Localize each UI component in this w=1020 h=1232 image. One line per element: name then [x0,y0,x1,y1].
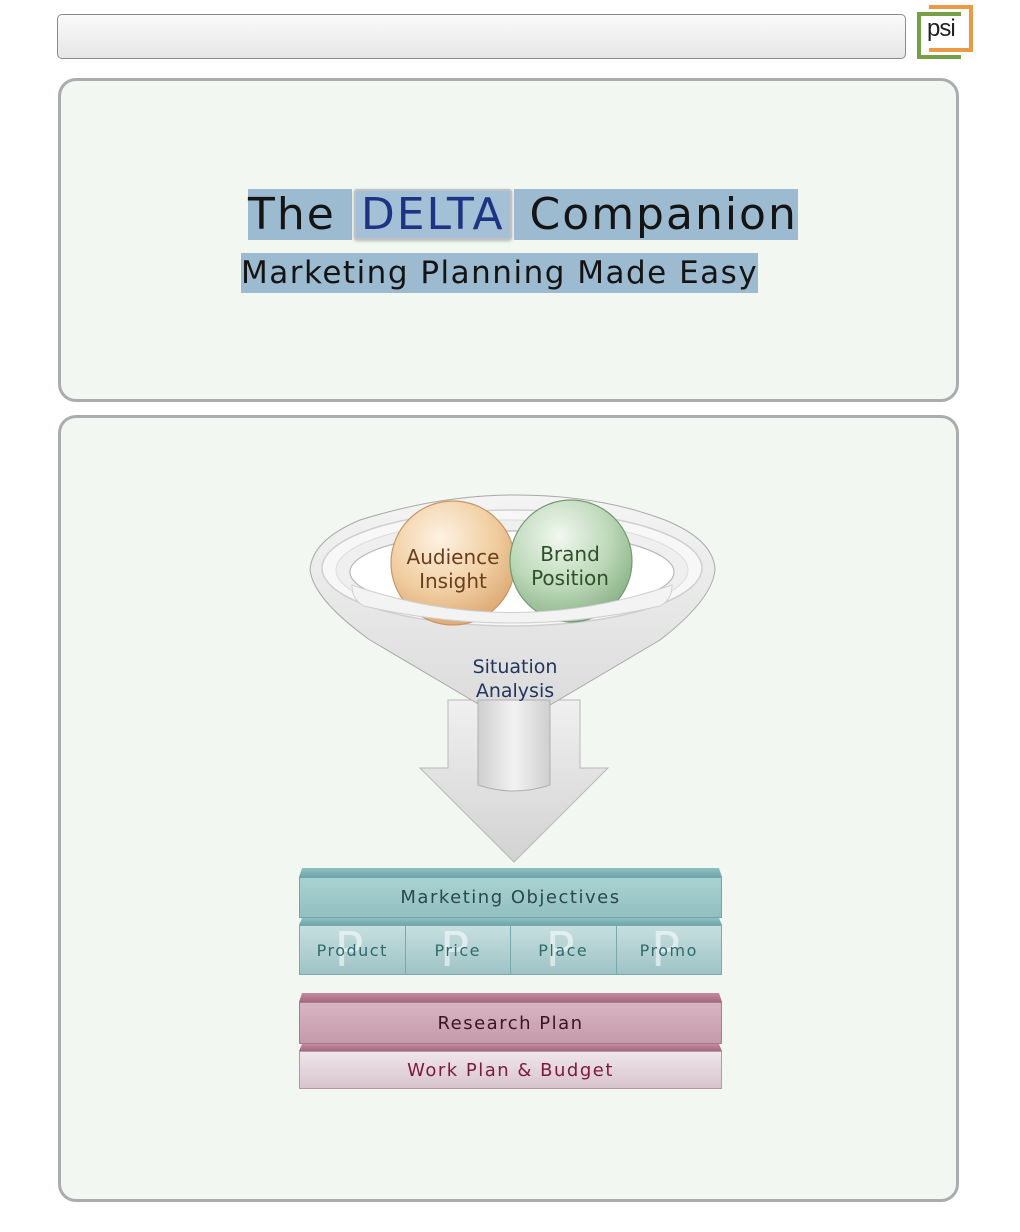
p-letter-icon: P [545,922,577,978]
marketing-objectives-label: Marketing Objectives [299,877,722,918]
bar-top-edge [299,868,722,877]
p-promo: P Promo [617,922,722,978]
p-place: P Place [511,922,617,978]
p-label: Price [434,940,482,960]
brand-position-line2: Position [531,566,609,590]
research-plan-label: Research Plan [299,1002,722,1044]
title-prefix: The [248,189,336,240]
p-letter-icon: P [334,922,366,978]
address-bar[interactable] [57,14,906,59]
p-product: P Product [300,922,406,978]
brand-position-ball [509,499,633,623]
p-letter-icon: P [651,922,682,978]
bar-top-edge [299,993,722,1002]
situation-analysis-label: Situation Analysis [440,655,590,703]
four-ps-bar: P Product P Price P Place P Promo [299,918,722,978]
page-title: The DELTA Companion [248,187,798,242]
p-label: Promo [639,940,698,960]
p-price: P Price [406,922,511,978]
audience-insight-line2: Insight [419,569,487,593]
audience-insight-line1: Audience [406,545,500,569]
brand-position-label: Brand Position [513,542,627,590]
page-subtitle: Marketing Planning Made Easy [241,253,759,293]
brand-position-line1: Brand [540,542,600,566]
title-panel [58,78,959,402]
p-label: Product [316,940,388,960]
research-plan-bar: Research Plan [299,993,722,1044]
title-suffix: Companion [529,189,798,240]
bar-top-edge [299,1044,722,1051]
work-plan-budget-bar: Work Plan & Budget [299,1044,722,1089]
work-plan-budget-label: Work Plan & Budget [299,1051,722,1089]
marketing-objectives-bar: Marketing Objectives [299,868,722,918]
bar-top-edge [299,918,722,925]
logo-right-bracket [929,5,973,52]
audience-insight-label: Audience Insight [396,545,510,593]
situation-line1: Situation [472,656,558,678]
title-delta-highlight: DELTA [353,189,512,240]
logo-text: psi [927,15,956,42]
psi-logo[interactable]: psi [917,5,975,59]
p-label: Place [538,940,589,960]
situation-line2: Analysis [475,680,555,702]
logo-left-bracket [917,12,961,59]
four-ps-row: P Product P Price P Place P Promo [299,922,722,978]
funnel-spout [477,699,551,792]
p-letter-icon: P [440,922,471,978]
